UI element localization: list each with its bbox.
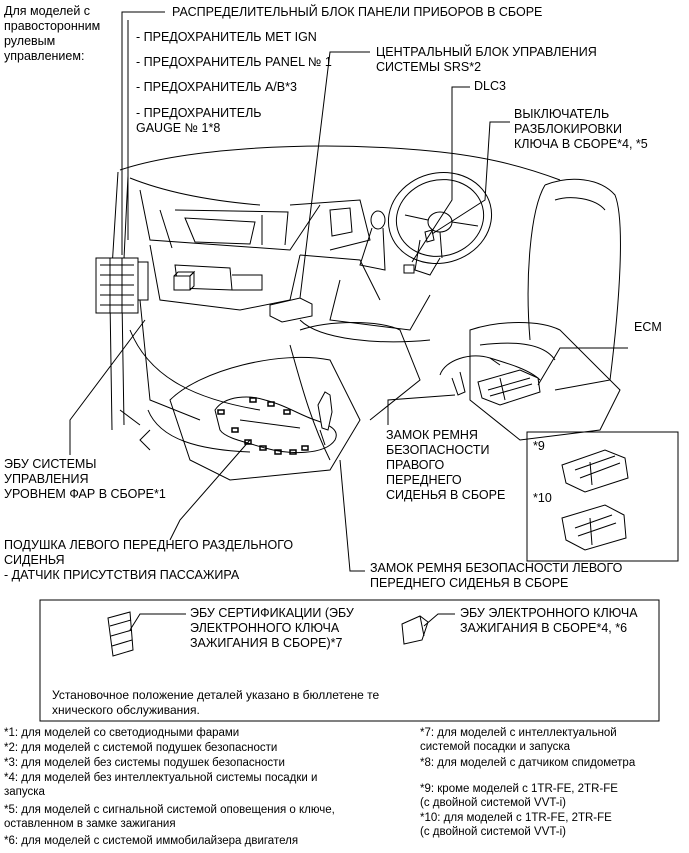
footnote-8: *8: для моделей с датчиком спидометра (420, 757, 636, 769)
label-key-ecu: ЭБУ ЭЛЕКТРОННОГО КЛЮЧА ЗАЖИГАНИЯ В СБОРЕ… (460, 606, 638, 635)
label-fuse-ab: - ПРЕДОХРАНИТЕЛЬ A/B*3 (136, 80, 297, 94)
footnote-4: *4: для моделей без интеллектуальной сис… (4, 772, 318, 798)
footnote-5: *5: для моделей с сигнальной системой оп… (4, 804, 335, 830)
label-key-unlock-switch: ВЫКЛЮЧАТЕЛЬ РАЗБЛОКИРОВКИ КЛЮЧА В СБОРЕ*… (514, 107, 648, 151)
label-fuse-panel: - ПРЕДОХРАНИТЕЛЬ PANEL № 1 (136, 55, 332, 69)
label-fuse-gauge: - ПРЕДОХРАНИТЕЛЬ GAUGE № 1*8 (136, 106, 262, 135)
label-fuse-met-ign: - ПРЕДОХРАНИТЕЛЬ MET IGN (136, 30, 317, 44)
ecm-variants-box (526, 431, 679, 562)
footnote-9: *9: кроме моделей с 1TR-FE, 2TR-FE (с дв… (420, 783, 618, 809)
parts-box-note: Установочное положение деталей указано в… (52, 688, 380, 717)
label-left-cushion: ПОДУШКА ЛЕВОГО ПЕРЕДНЕГО РАЗДЕЛЬНОГО СИД… (4, 538, 294, 582)
label-right-buckle: ЗАМОК РЕМНЯ БЕЗОПАСНОСТИ ПРАВОГО ПЕРЕДНЕ… (386, 428, 506, 502)
label-ecm-variant-10: *10 (533, 491, 552, 505)
footnote-10: *10: для моделей с 1TR-FE, 2TR-FE (с дво… (420, 812, 612, 838)
label-ecm: ECM (634, 320, 662, 334)
headlamp-leveling-ecu-part (173, 270, 196, 291)
srs-center-unit (269, 297, 313, 323)
parts-box-frame (39, 599, 660, 722)
junction-block (95, 257, 149, 314)
steering-wheel (387, 171, 493, 276)
label-ecm-variant-9: *9 (533, 439, 545, 453)
header-note: Для моделей с правосторонним рулевым упр… (4, 4, 101, 63)
shift-lever (299, 210, 431, 343)
footnote-1: *1: для моделей со светодиодными фарами (4, 727, 240, 739)
label-left-buckle: ЗАМОК РЕМНЯ БЕЗОПАСНОСТИ ЛЕВОГО ПЕРЕДНЕГ… (370, 561, 623, 590)
left-front-seat (169, 322, 421, 481)
dlc3-connector (403, 264, 415, 274)
footnote-3: *3: для моделей без системы подушек безо… (4, 757, 285, 769)
label-cert-ecu: ЭБУ СЕРТИФИКАЦИИ (ЭБУ ЭЛЕКТРОННОГО КЛЮЧА… (190, 606, 354, 650)
label-headlamp-leveling-ecu: ЭБУ СИСТЕМЫ УПРАВЛЕНИЯ УРОВНЕМ ФАР В СБО… (4, 457, 166, 501)
label-dlc3: DLC3 (474, 79, 506, 93)
left-seat-harness (214, 391, 337, 455)
label-srs-center: ЦЕНТРАЛЬНЫЙ БЛОК УПРАВЛЕНИЯ СИСТЕМЫ SRS*… (376, 45, 597, 74)
right-seat-harness (439, 355, 541, 396)
footnote-7: *7: для моделей с интеллектуальной систе… (420, 727, 617, 753)
footnote-2: *2: для моделей с системой подушек безоп… (4, 742, 278, 754)
footnote-6: *6: для моделей с системой иммобилайзера… (4, 835, 299, 847)
ecm-unit (477, 369, 541, 406)
label-junction-block: РАСПРЕДЕЛИТЕЛЬНЫЙ БЛОК ПАНЕЛИ ПРИБОРОВ В… (172, 5, 543, 19)
leader-lines (69, 11, 628, 572)
